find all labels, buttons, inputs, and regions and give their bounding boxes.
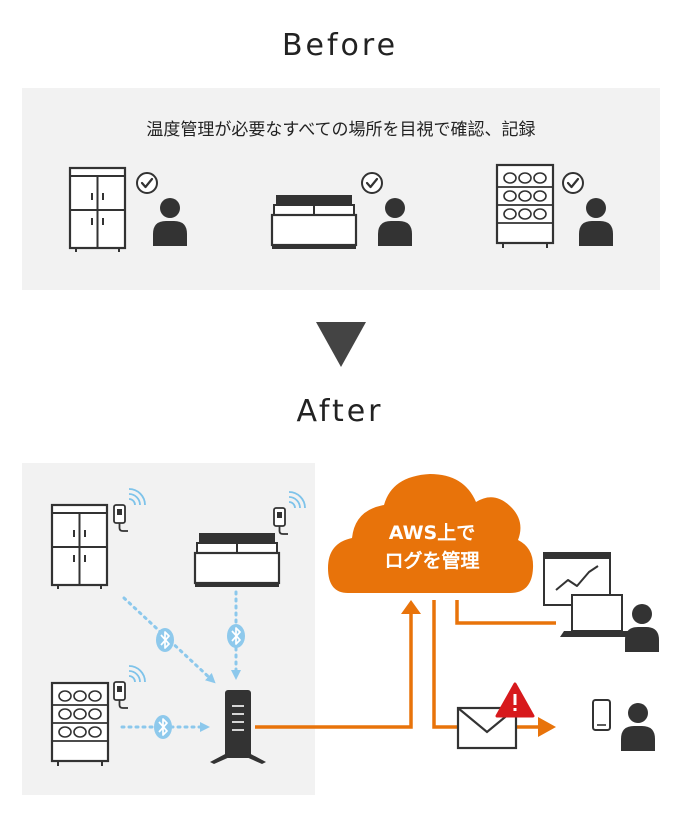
refrigerator-icon: [68, 166, 127, 254]
cloud-label-line2: ログを管理: [384, 549, 479, 572]
bottle-rack-icon: [50, 681, 110, 768]
refrigerator-icon: [50, 503, 109, 591]
checkmark-icon: [360, 171, 384, 195]
laptop-icon: [560, 594, 634, 637]
notify-arrow-icon: [538, 717, 556, 737]
after-title: After: [296, 394, 384, 429]
checkmark-icon: [561, 171, 585, 195]
smartphone-icon: [592, 699, 611, 731]
upload-arrow-icon: [401, 600, 421, 614]
before-title: Before: [281, 28, 399, 63]
checkmark-icon: [135, 171, 159, 195]
cloud-icon: [328, 474, 534, 593]
person-icon: [625, 604, 659, 652]
freezer-chest-icon: [270, 193, 358, 251]
bluetooth-icon: [153, 714, 173, 740]
bottle-rack-icon: [495, 163, 555, 250]
cloud-label-line1: AWS上で: [389, 522, 476, 544]
gateway-icon: [210, 690, 266, 764]
down-arrow-icon: [316, 322, 366, 367]
before-caption: 温度管理が必要なすべての場所を目視で確認、記録: [146, 120, 535, 140]
bluetooth-icon: [155, 627, 175, 653]
warning-icon: [495, 682, 535, 718]
freezer-chest-icon: [193, 531, 281, 589]
bluetooth-icon: [226, 623, 246, 649]
person-icon: [621, 703, 655, 751]
